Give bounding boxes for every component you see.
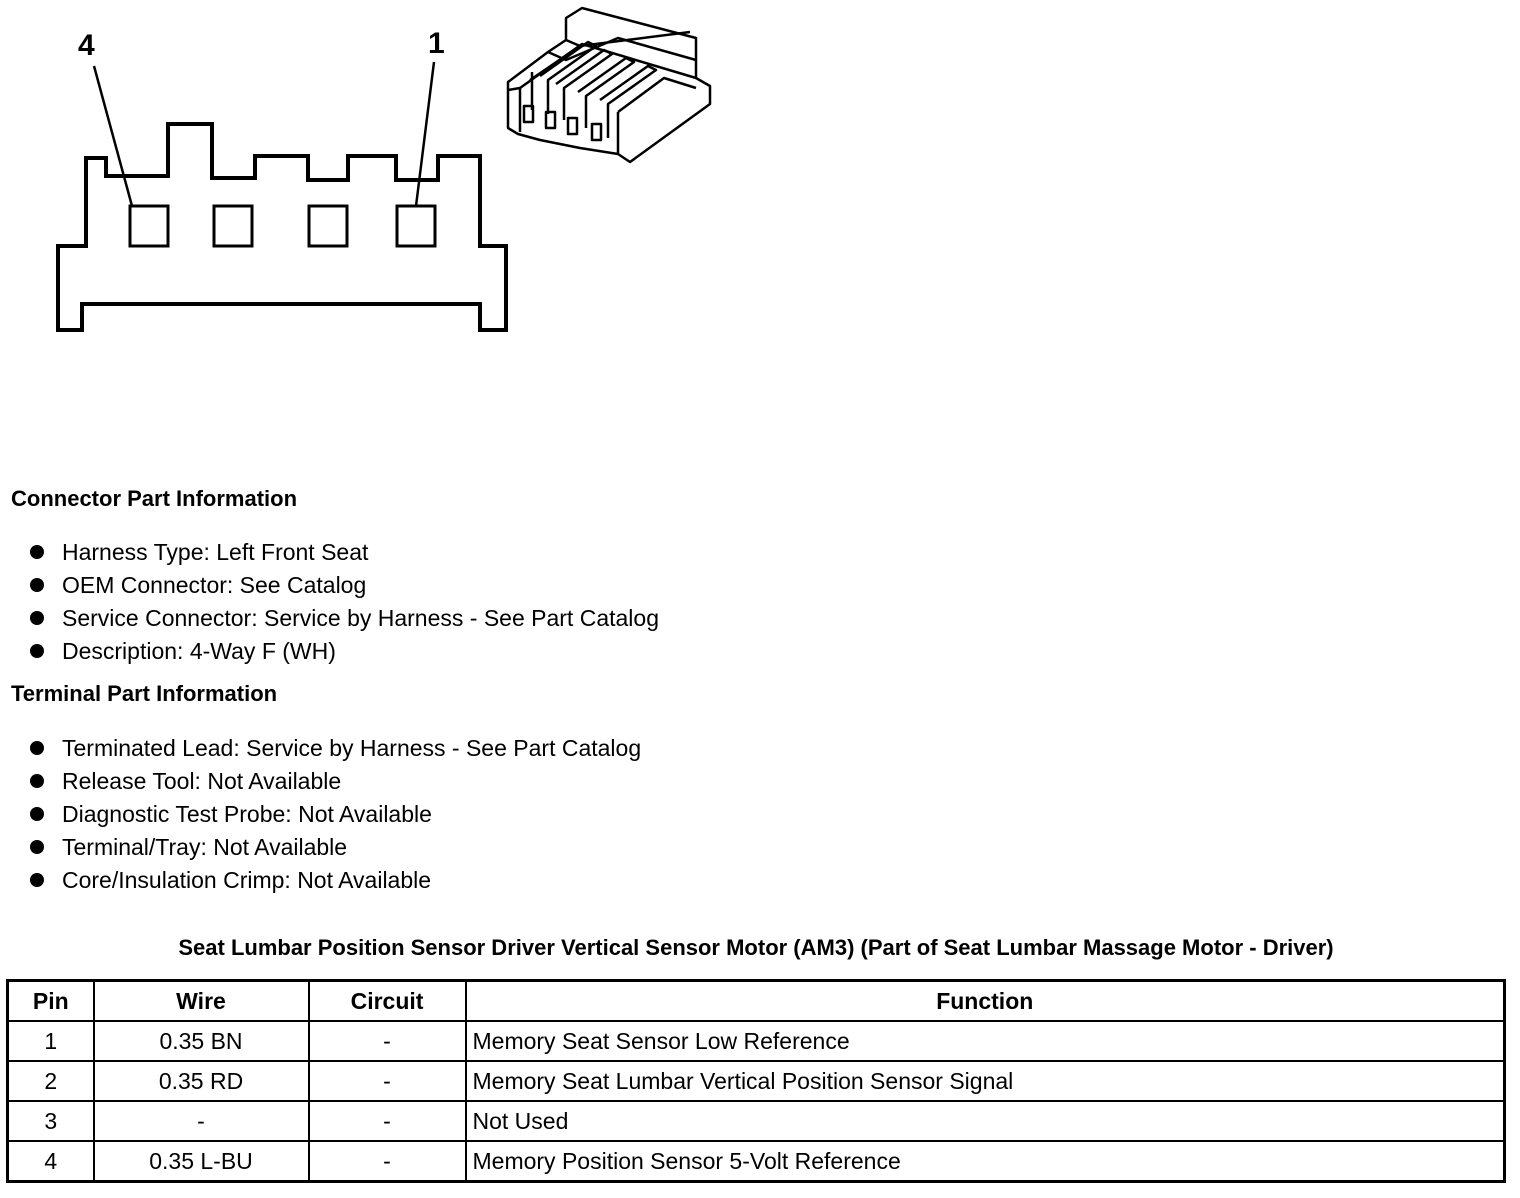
- pin-label-1: 1: [428, 27, 445, 60]
- column-header-function: Function: [464, 979, 1506, 1022]
- cell-pin: 3: [6, 1100, 95, 1142]
- leader-line-1: [414, 61, 436, 207]
- cavity-pin-3: [212, 204, 254, 248]
- cell-circuit: -: [307, 1140, 467, 1183]
- table-row: 3 - - Not Used: [6, 1100, 1506, 1142]
- list-item-text: OEM Connector: See Catalog: [62, 572, 367, 598]
- list-item-text: Terminal/Tray: Not Available: [62, 834, 348, 860]
- column-header-wire: Wire: [92, 979, 310, 1022]
- cavity-pin-2: [307, 204, 349, 248]
- list-item: OEM Connector: See Catalog: [28, 569, 659, 602]
- table-row: 2 0.35 RD - Memory Seat Lumbar Vertical …: [6, 1060, 1506, 1102]
- cell-wire: 0.35 L-BU: [92, 1140, 310, 1183]
- connector-diagram: 4 1: [56, 6, 712, 332]
- cell-function: Memory Position Sensor 5-Volt Reference: [464, 1140, 1506, 1183]
- connector-part-list: Harness Type: Left Front Seat OEM Connec…: [28, 536, 659, 668]
- list-item: Terminal/Tray: Not Available: [28, 831, 641, 864]
- list-item: Core/Insulation Crimp: Not Available: [28, 864, 641, 897]
- cell-circuit: -: [307, 1100, 467, 1142]
- bullet-icon: [30, 741, 44, 755]
- cell-pin: 4: [6, 1140, 95, 1183]
- cell-function: Not Used: [464, 1100, 1506, 1142]
- list-item-text: Service Connector: Service by Harness - …: [62, 605, 659, 631]
- bullet-icon: [30, 611, 44, 625]
- bullet-icon: [30, 774, 44, 788]
- column-header-circuit: Circuit: [307, 979, 467, 1022]
- cell-wire: 0.35 BN: [92, 1020, 310, 1062]
- cell-pin: 2: [6, 1060, 95, 1102]
- bullet-icon: [30, 840, 44, 854]
- list-item-text: Harness Type: Left Front Seat: [62, 539, 369, 565]
- bullet-icon: [30, 578, 44, 592]
- bullet-icon: [30, 873, 44, 887]
- list-item: Service Connector: Service by Harness - …: [28, 602, 659, 635]
- list-item: Harness Type: Left Front Seat: [28, 536, 659, 569]
- bullet-icon: [30, 807, 44, 821]
- list-item: Release Tool: Not Available: [28, 765, 641, 798]
- list-item-text: Description: 4-Way F (WH): [62, 638, 336, 664]
- list-item: Description: 4-Way F (WH): [28, 635, 659, 668]
- pinout-table-title: Seat Lumbar Position Sensor Driver Verti…: [178, 935, 1334, 960]
- cavity-pin-4: [128, 204, 170, 248]
- list-item-text: Diagnostic Test Probe: Not Available: [62, 801, 432, 827]
- cell-pin: 1: [6, 1020, 95, 1062]
- cell-circuit: -: [307, 1020, 467, 1062]
- list-item: Terminated Lead: Service by Harness - Se…: [28, 732, 641, 765]
- leader-line-4: [92, 65, 134, 207]
- cell-wire: 0.35 RD: [92, 1060, 310, 1102]
- cell-function: Memory Seat Lumbar Vertical Position Sen…: [464, 1060, 1506, 1102]
- terminal-part-list: Terminated Lead: Service by Harness - Se…: [28, 732, 641, 897]
- connector-face-outline: [56, 122, 508, 332]
- cell-function: Memory Seat Sensor Low Reference: [464, 1020, 1506, 1062]
- cell-wire: -: [92, 1100, 310, 1142]
- column-header-pin: Pin: [6, 979, 95, 1022]
- terminal-part-heading: Terminal Part Information: [11, 681, 278, 706]
- bullet-icon: [30, 545, 44, 559]
- list-item-text: Core/Insulation Crimp: Not Available: [62, 867, 432, 893]
- pin-label-4: 4: [78, 29, 95, 62]
- list-item-text: Terminated Lead: Service by Harness - Se…: [62, 735, 642, 761]
- table-row: 4 0.35 L-BU - Memory Position Sensor 5-V…: [6, 1140, 1506, 1183]
- cavity-pin-1: [395, 204, 437, 248]
- list-item: Diagnostic Test Probe: Not Available: [28, 798, 641, 831]
- connector-isometric-view: [506, 6, 712, 164]
- table-row: 1 0.35 BN - Memory Seat Sensor Low Refer…: [6, 1020, 1506, 1062]
- bullet-icon: [30, 644, 44, 658]
- pinout-table: Pin Wire Circuit Function 1 0.35 BN - Me…: [6, 979, 1506, 1183]
- connector-part-heading: Connector Part Information: [11, 486, 298, 511]
- list-item-text: Release Tool: Not Available: [62, 768, 342, 794]
- cell-circuit: -: [307, 1060, 467, 1102]
- table-header-row: Pin Wire Circuit Function: [6, 979, 1506, 1022]
